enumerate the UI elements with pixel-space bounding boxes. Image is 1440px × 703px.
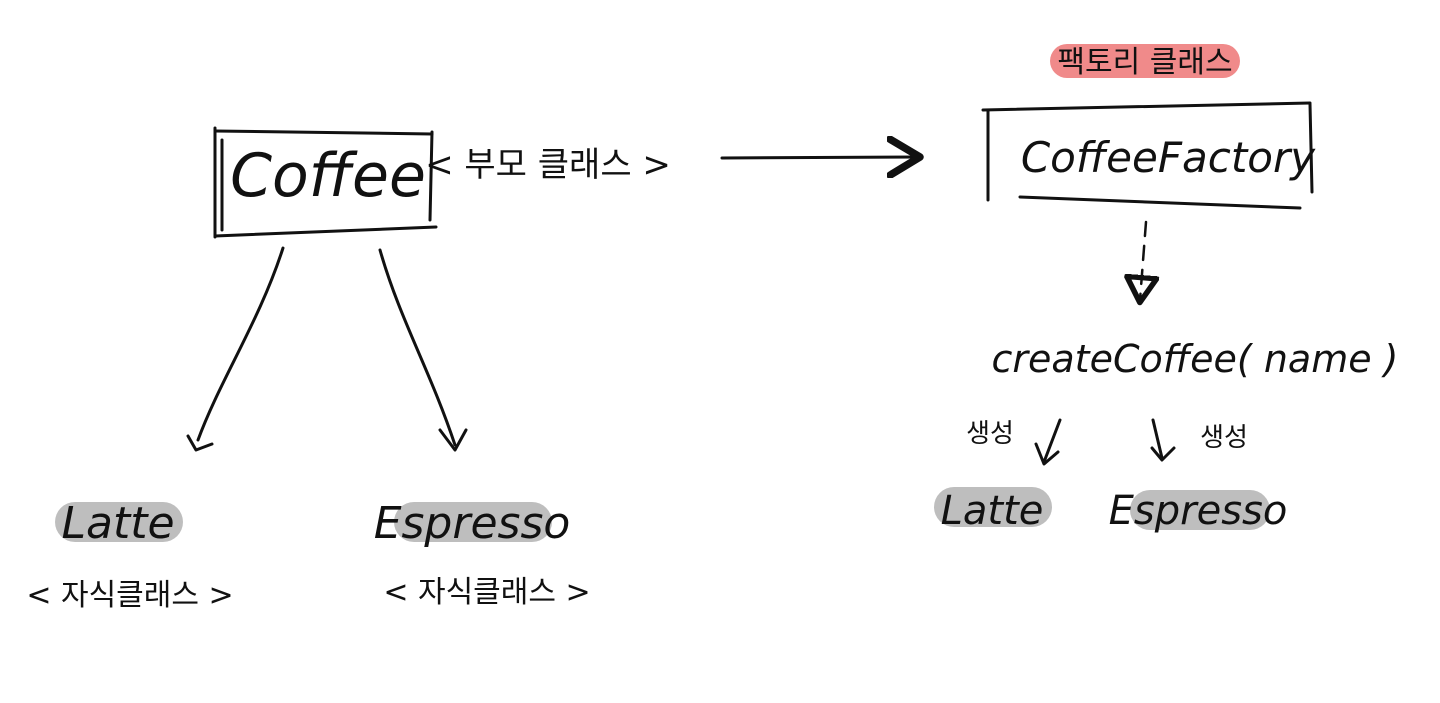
espresso-left-highlight bbox=[394, 502, 552, 542]
parent-class-name: Coffee bbox=[230, 141, 426, 211]
espresso-left-name: Espresso bbox=[374, 498, 571, 549]
create-label-right: 생성 bbox=[1200, 423, 1248, 453]
arrow-to-factory bbox=[720, 157, 920, 158]
latte-left-name: Latte bbox=[61, 498, 174, 549]
arrow-to-espresso bbox=[378, 248, 457, 447]
arrow-to-latte bbox=[196, 246, 285, 442]
latte-left-highlight bbox=[55, 502, 183, 542]
create-label-left: 생성 bbox=[966, 419, 1014, 449]
latte-right-highlight bbox=[934, 487, 1052, 527]
parent-class-box bbox=[213, 126, 438, 239]
factory-class-box bbox=[981, 101, 1314, 210]
create-arrow-espresso bbox=[1151, 418, 1164, 460]
factory-class-name: CoffeeFactory bbox=[1021, 133, 1316, 182]
factory-method: createCoffee( name ) bbox=[992, 337, 1399, 381]
arrow-head-espresso bbox=[438, 428, 468, 452]
factory-title-highlight bbox=[1050, 44, 1240, 78]
create-arrow-espresso-head bbox=[1150, 446, 1176, 462]
parent-class-tag: < 부모 클래스 > bbox=[425, 145, 671, 185]
factory-title: 팩토리 클래스 bbox=[1057, 45, 1232, 80]
espresso-right-highlight bbox=[1130, 490, 1270, 530]
latte-left-tag: < 자식클래스 > bbox=[26, 578, 233, 613]
dashed-arrow-to-method bbox=[1140, 220, 1146, 300]
arrow-head-latte bbox=[186, 434, 214, 452]
create-arrow-latte-head bbox=[1034, 442, 1060, 466]
create-arrow-latte bbox=[1042, 418, 1062, 464]
espresso-left-tag: < 자식클래스 > bbox=[383, 575, 590, 610]
latte-right-name: Latte bbox=[941, 488, 1044, 534]
espresso-right-name: Espresso bbox=[1109, 488, 1288, 534]
